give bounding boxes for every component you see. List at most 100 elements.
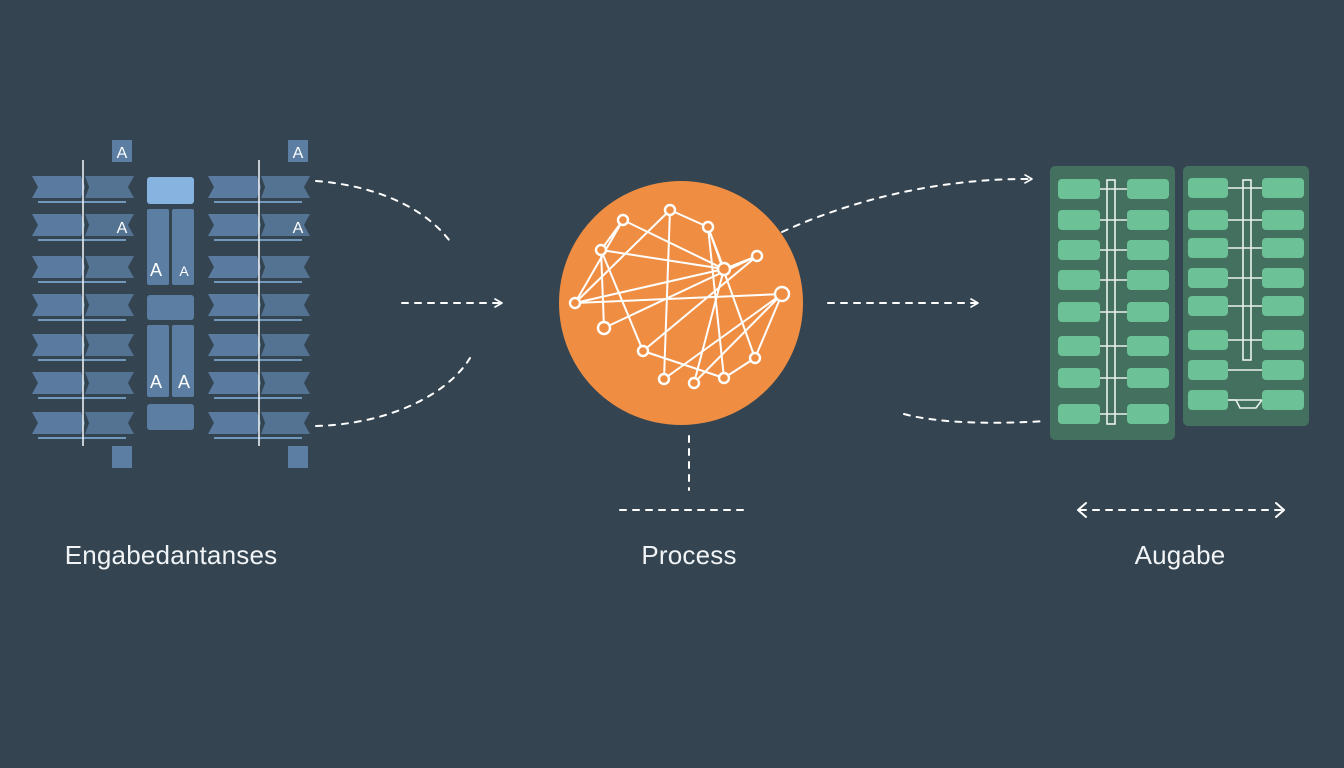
- input-center-divider: [147, 295, 194, 320]
- input-corner-tab: [112, 140, 132, 162]
- input-glyph-label: A: [150, 260, 162, 280]
- output-table-icon: [1050, 166, 1309, 440]
- input-block: [85, 334, 134, 356]
- network-edge: [603, 255, 758, 329]
- output-cells: [1058, 178, 1304, 424]
- output-cell: [1058, 240, 1100, 260]
- output-cell: [1058, 404, 1100, 424]
- output-cell: [1262, 268, 1304, 288]
- output-cell: [1262, 210, 1304, 230]
- input-block: [208, 412, 262, 434]
- input-center-footer: [147, 404, 194, 430]
- arrow-right-icon: [1275, 502, 1285, 518]
- input-block: [85, 294, 134, 316]
- input-center-cell: [147, 325, 169, 397]
- network-edge: [663, 293, 783, 380]
- process-circle: [559, 181, 803, 425]
- output-bidirectional-arrow: [1077, 502, 1285, 518]
- input-center-cell: [172, 325, 194, 397]
- input-block: [32, 294, 86, 316]
- output-link: [1228, 399, 1263, 409]
- input-block: [85, 372, 134, 394]
- output-cell: [1188, 296, 1228, 316]
- output-cell: [1127, 240, 1169, 260]
- input-glyph-label: A: [178, 372, 190, 392]
- input-glyph-label: A: [293, 145, 304, 162]
- input-block: [208, 294, 262, 316]
- network-node: [717, 371, 731, 385]
- network-node: [701, 220, 715, 234]
- output-cell: [1188, 178, 1228, 198]
- input-block: [85, 256, 134, 278]
- connector-curve-output-bottom: [903, 413, 1047, 424]
- network-edge: [600, 249, 605, 329]
- input-center-header: [147, 177, 194, 204]
- network-edge: [707, 226, 756, 359]
- input-block: [32, 214, 86, 236]
- network-nodes: [568, 203, 791, 390]
- input-block: [261, 334, 310, 356]
- output-cell: [1188, 390, 1228, 410]
- network-node: [594, 243, 608, 257]
- input-block: [85, 176, 134, 198]
- input-column-right: AA: [208, 140, 310, 468]
- output-cell: [1127, 404, 1169, 424]
- network-edge: [600, 219, 624, 251]
- connector-curve-input-top: [315, 180, 453, 245]
- input-glyph-label: A: [293, 220, 304, 237]
- network-edge: [642, 255, 758, 352]
- output-cell: [1058, 270, 1100, 290]
- input-block: [32, 256, 86, 278]
- network-edge: [600, 249, 725, 270]
- input-center-cell: [147, 209, 169, 285]
- output-cell: [1127, 368, 1169, 388]
- network-node: [616, 213, 630, 227]
- connector-curve-process-to-output-top: [781, 174, 1033, 233]
- input-block: [261, 214, 310, 236]
- input-glyph-label: A: [150, 372, 162, 392]
- connector-curve-input-bottom: [315, 357, 471, 427]
- input-block: [32, 334, 86, 356]
- output-cell: [1058, 302, 1100, 322]
- input-block: [208, 334, 262, 356]
- output-cell: [1262, 390, 1304, 410]
- input-block: [261, 176, 310, 198]
- network-node: [748, 351, 762, 365]
- input-block: [208, 372, 262, 394]
- process-network-icon: [559, 181, 803, 425]
- input-block: [32, 176, 86, 198]
- input-corner-tab: [112, 446, 132, 468]
- network-edge: [663, 209, 671, 380]
- network-node: [773, 285, 791, 303]
- output-connector-lines: [1100, 179, 1263, 425]
- output-spine: [1106, 179, 1116, 425]
- network-node: [750, 249, 764, 263]
- network-edge: [754, 293, 783, 359]
- stage-label-output: Augabe: [1134, 540, 1226, 570]
- input-block: [208, 214, 262, 236]
- network-node: [716, 261, 732, 277]
- output-cell: [1058, 368, 1100, 388]
- network-edge: [622, 219, 725, 270]
- output-cell: [1058, 179, 1100, 199]
- network-node: [568, 296, 582, 310]
- network-edge: [669, 209, 709, 228]
- network-edge: [693, 293, 783, 384]
- input-glyph-label: A: [117, 145, 128, 162]
- input-block: [85, 214, 134, 236]
- input-block: [261, 412, 310, 434]
- network-edge: [574, 293, 783, 304]
- output-cell: [1262, 360, 1304, 380]
- input-block: [261, 372, 310, 394]
- output-cell: [1127, 302, 1169, 322]
- output-cell: [1188, 360, 1228, 380]
- output-cell: [1058, 336, 1100, 356]
- network-node: [636, 344, 650, 358]
- input-block: [208, 256, 262, 278]
- connectors: [315, 174, 1047, 511]
- network-node: [663, 203, 677, 217]
- output-cell: [1127, 270, 1169, 290]
